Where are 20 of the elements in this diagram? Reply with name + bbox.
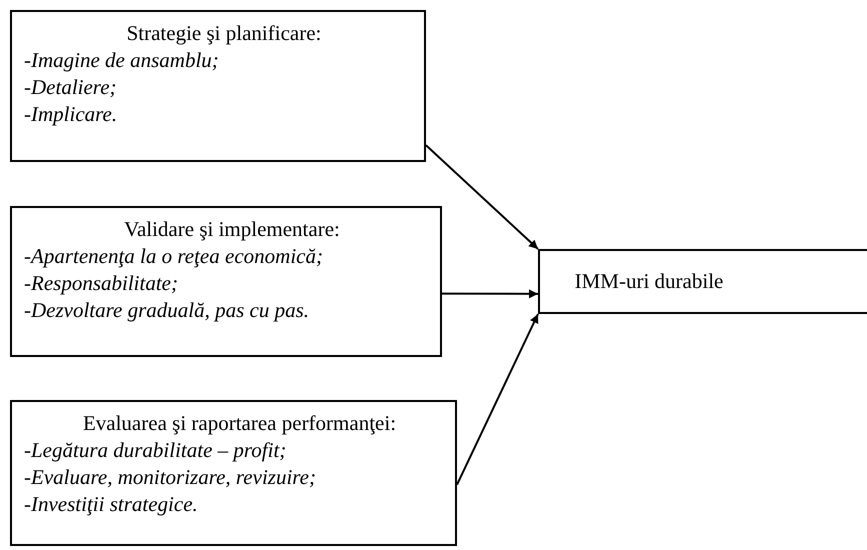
arrow (442, 289, 538, 298)
text-box (10, 400, 457, 546)
text-box (10, 206, 442, 357)
arrow (425, 144, 539, 250)
box-heading: Strategie şi planificare: (126, 20, 322, 47)
list-item: -Evaluare, monitorizare, revizuire; (24, 464, 318, 491)
arrow (456, 314, 539, 486)
list-item: -Implicare. (24, 101, 118, 128)
box-label: IMM-uri durabile (574, 268, 724, 295)
list-item: -Apartenenţa la o reţea economică; (24, 243, 324, 270)
box-heading: Evaluarea şi raportarea performanţei: (82, 410, 396, 437)
list-item: -Dezvoltare graduală, pas cu pas. (24, 297, 310, 324)
list-item: -Investiţii strategice. (24, 491, 199, 518)
box-heading: Validare şi implementare: (124, 216, 340, 243)
list-item: -Responsabilitate; (24, 270, 179, 297)
list-item: -Detaliere; (24, 74, 118, 101)
list-item: -Legătura durabilitate – profit; (24, 437, 288, 464)
list-item: -Imagine de ansamblu; (24, 47, 220, 74)
text-box (10, 10, 426, 162)
text-box (538, 249, 867, 314)
